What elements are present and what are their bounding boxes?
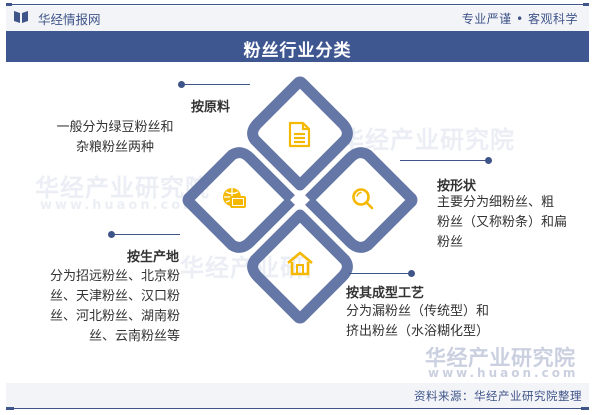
header-bar (6, 6, 589, 31)
magnifier-icon (352, 188, 374, 210)
desc-line: 粉丝（又称粉条）和扁 (437, 215, 568, 230)
desc-line: 分为漏粉丝（传统型）和 (346, 304, 490, 319)
category-label-shape: 按形状 (437, 179, 477, 194)
desc-line: 主要分为细粉丝、粗 (437, 195, 555, 210)
watermark-text: 华经产业研究院 (35, 174, 210, 202)
top-border-line (6, 4, 589, 5)
connector-dot-shape (485, 157, 492, 164)
connector-dot-process (408, 270, 415, 277)
diamond-right (302, 147, 418, 253)
title-bar: 粉丝行业分类 (6, 31, 589, 62)
desc-line: 一般分为绿豆粉丝和 (56, 120, 174, 135)
category-desc-origin: 分为招远粉丝、北京粉 丝、天津粉丝、汉口粉 丝、河北粉丝、湖南粉 丝、云南粉丝等 (30, 267, 180, 347)
desc-line: 丝、河北粉丝、湖南粉 (49, 309, 180, 324)
category-desc-shape: 主要分为细粉丝、粗 粉丝（又称粉条）和扁 粉丝 (437, 193, 587, 253)
category-desc-process: 分为漏粉丝（传统型）和 挤出粉丝（水浴糊化型） (346, 302, 516, 342)
desc-line: 丝、天津粉丝、汉口粉 (49, 289, 180, 304)
category-label-process: 按其成型工艺 (346, 286, 425, 301)
watermark-logo-text: 华经产业研究院 (425, 346, 576, 370)
diamond-top (247, 76, 353, 191)
watermark-logo-url: www.huaon.com (428, 366, 579, 380)
connector-line-process (349, 273, 411, 274)
source-note: 资料来源：华经产业研究院整理 (414, 389, 582, 403)
desc-line: 杂粮粉丝两种 (75, 140, 154, 155)
bottom-border-cap-left (6, 407, 14, 410)
connector-line-shape (400, 160, 488, 161)
page-title: 粉丝行业分类 (243, 41, 352, 61)
category-label-raw-material: 按原料 (191, 100, 231, 115)
brand-name: 华经情报网 (38, 12, 101, 27)
desc-line: 挤出粉丝（水浴糊化型） (346, 324, 490, 339)
connector-line-raw (182, 84, 250, 85)
category-label-origin: 按生产地 (127, 250, 180, 265)
bottom-border-cap-right (581, 407, 589, 410)
category-desc-raw-material: 一般分为绿豆粉丝和 杂粮粉丝两种 (40, 118, 190, 158)
globe-screen-icon (223, 188, 246, 208)
bottom-border-line (6, 408, 589, 409)
desc-line: 粉丝 (437, 235, 464, 250)
logo-book-icon (14, 11, 28, 23)
watermark-text: 华经产业研究院 (180, 254, 310, 282)
house-icon (287, 251, 313, 276)
connector-line-origin (112, 234, 180, 235)
desc-line: 丝、云南粉丝等 (88, 329, 180, 344)
connector-dot-raw (178, 81, 185, 88)
connector-dot-origin (108, 231, 115, 238)
footer-bar (6, 383, 589, 408)
top-border-cap-left (6, 3, 12, 6)
diamond-bottom (247, 209, 353, 324)
slogan: 专业严谨 • 客观科学 (461, 12, 578, 26)
watermark-url: www.huaon.com (40, 198, 200, 213)
diamond-left (182, 147, 298, 253)
top-border-cap-right (583, 3, 589, 6)
document-icon (288, 121, 311, 148)
desc-line: 分为招远粉丝、北京粉 (49, 269, 180, 284)
